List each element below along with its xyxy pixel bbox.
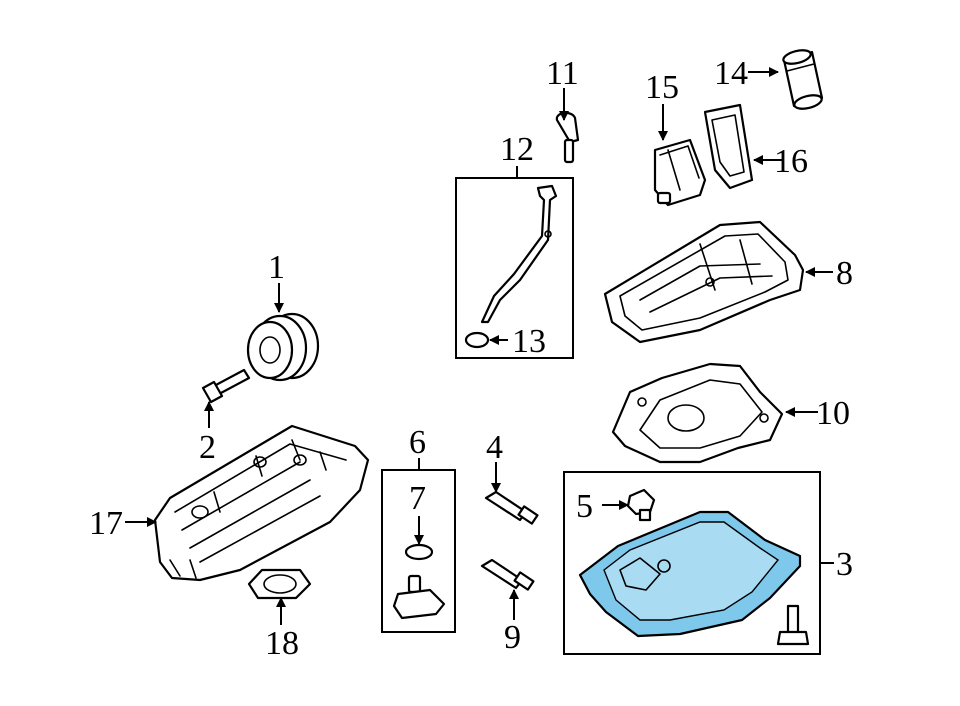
- dipstick[interactable]: [555, 111, 580, 164]
- oil-level-sensor[interactable]: [392, 574, 446, 620]
- callout-16[interactable]: 16: [774, 143, 808, 180]
- drain-plug[interactable]: [626, 488, 656, 522]
- oil-level-sensor-o-ring[interactable]: [404, 543, 434, 561]
- callout-15[interactable]: 15: [645, 69, 679, 106]
- callout-4[interactable]: 4: [486, 429, 503, 466]
- pulley-bolt[interactable]: [201, 368, 251, 404]
- callout-18[interactable]: 18: [265, 625, 299, 662]
- intake-manifold[interactable]: [153, 424, 370, 582]
- dipstick-tube[interactable]: [480, 184, 558, 324]
- callout-14[interactable]: 14: [714, 55, 748, 92]
- callout-1[interactable]: 1: [268, 249, 285, 286]
- oil-pan-bolt[interactable]: [776, 604, 810, 646]
- oil-cooler-gasket[interactable]: [703, 103, 754, 190]
- callout-12[interactable]: 12: [500, 131, 534, 168]
- oil-filter[interactable]: [782, 48, 824, 111]
- oil-pan[interactable]: [578, 510, 802, 638]
- callout-2[interactable]: 2: [199, 429, 216, 466]
- callout-7[interactable]: 7: [409, 480, 426, 517]
- callout-11[interactable]: 11: [546, 55, 579, 92]
- crankshaft-pulley[interactable]: [246, 312, 320, 382]
- manifold-gasket[interactable]: [247, 568, 312, 600]
- callout-9[interactable]: 9: [504, 619, 521, 656]
- upper-oil-pan[interactable]: [603, 220, 805, 344]
- leader-lines: [125, 67, 834, 625]
- callout-3[interactable]: 3: [836, 546, 853, 583]
- oil-cooler[interactable]: [653, 138, 707, 207]
- callout-6[interactable]: 6: [409, 424, 426, 461]
- dipstick-tube-box: [455, 177, 574, 359]
- sensor-plug-upper[interactable]: [484, 490, 539, 525]
- callout-8[interactable]: 8: [836, 255, 853, 292]
- dipstick-tube-o-ring[interactable]: [464, 331, 490, 349]
- callout-5[interactable]: 5: [576, 488, 593, 525]
- callouts: 1 2 3 4 5 6 7 8 9 10 11 12 13 14 15 16 1…: [89, 55, 853, 662]
- callout-10[interactable]: 10: [816, 395, 850, 432]
- sensor-plug-lower[interactable]: [480, 558, 535, 591]
- callout-17[interactable]: 17: [89, 505, 123, 542]
- oil-pump-cover[interactable]: [611, 362, 784, 464]
- callout-13[interactable]: 13: [512, 323, 546, 360]
